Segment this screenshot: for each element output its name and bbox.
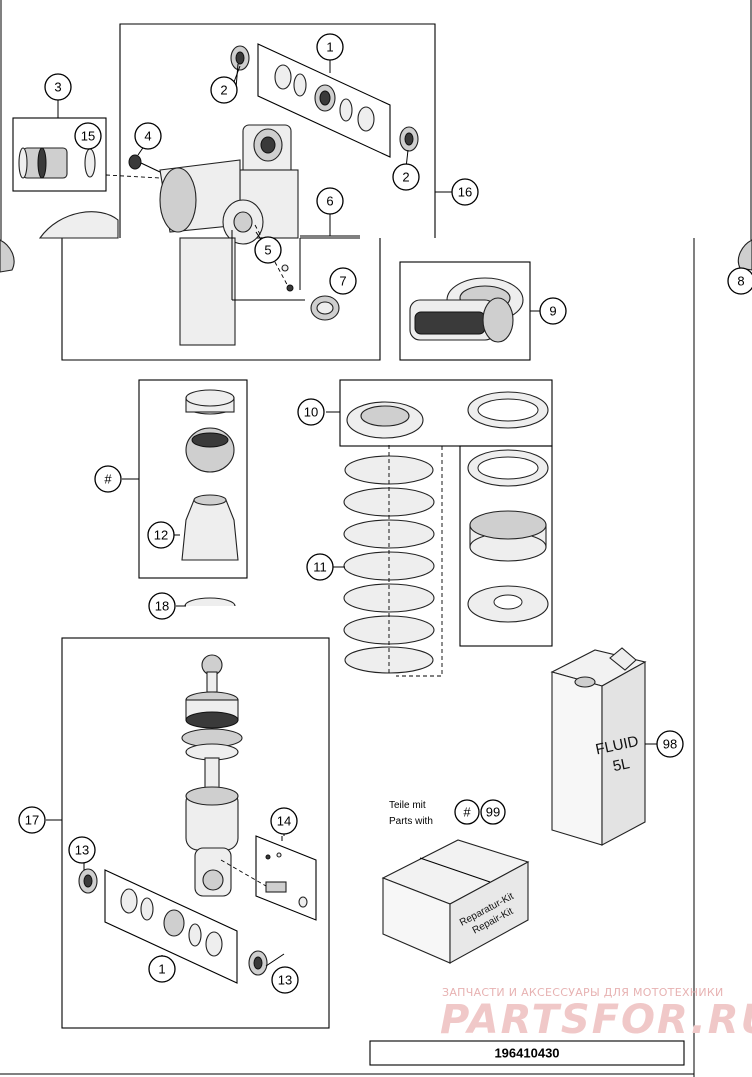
fluid-can bbox=[550, 647, 647, 846]
kit-note-de: Teile mit bbox=[389, 800, 426, 811]
callout-hash-kit-label: # bbox=[463, 805, 471, 820]
callout-99-label: 99 bbox=[486, 805, 500, 820]
callout-18: 18 bbox=[148, 592, 176, 620]
spring-rings bbox=[467, 391, 549, 623]
circlip-2 bbox=[339, 98, 353, 122]
callout-5: 5 bbox=[254, 236, 282, 264]
document-number: 196410430 bbox=[494, 1046, 559, 1061]
frame-shock-body-16 bbox=[119, 23, 436, 238]
callout-1-top-label: 1 bbox=[326, 40, 333, 55]
callout-2-left-label: 2 bbox=[220, 83, 227, 98]
callout-11-label: 11 bbox=[313, 560, 327, 575]
shock-body-top bbox=[128, 124, 299, 346]
callout-12-label: 12 bbox=[154, 528, 168, 543]
callout-1-top: 1 bbox=[316, 33, 344, 61]
damper-rod bbox=[181, 654, 243, 897]
part-18-ring bbox=[184, 597, 236, 607]
frame-bearing-kit-bottom bbox=[104, 869, 238, 984]
callout-2-left: 2 bbox=[210, 76, 238, 104]
callout-13-top: 13 bbox=[68, 836, 96, 864]
callout-6-label: 6 bbox=[326, 194, 333, 209]
frame-part-3 bbox=[12, 117, 107, 192]
part-12-bump-stop bbox=[181, 499, 239, 561]
callout-1-bottom-label: 1 bbox=[158, 962, 165, 977]
bearing-kit-bottom-parts bbox=[78, 868, 268, 976]
callout-13-bottom-label: 13 bbox=[278, 973, 292, 988]
callout-5-label: 5 bbox=[264, 243, 271, 258]
callout-14-label: 14 bbox=[277, 814, 291, 829]
callout-7: 7 bbox=[329, 267, 357, 295]
shock-body-lower bbox=[179, 237, 236, 346]
callout-4: 4 bbox=[134, 122, 162, 150]
frame-shock-body-lower bbox=[61, 238, 381, 361]
callout-6: 6 bbox=[316, 187, 344, 215]
frame-bearing-kit-top bbox=[257, 43, 391, 158]
callout-16: 16 bbox=[451, 178, 479, 206]
fluid-can-cap bbox=[574, 676, 596, 688]
callout-3: 3 bbox=[44, 73, 72, 101]
callout-hash-left: # bbox=[94, 465, 122, 493]
callout-98: 98 bbox=[656, 730, 684, 758]
circlip bbox=[293, 73, 307, 97]
callout-10: 10 bbox=[297, 398, 325, 426]
kit-note-en: Parts with bbox=[389, 816, 433, 827]
callout-hash-left-label: # bbox=[104, 472, 112, 487]
document-number-box bbox=[369, 1040, 685, 1066]
callout-9: 9 bbox=[539, 297, 567, 325]
repair-kit-box bbox=[381, 839, 530, 964]
frame-part-14 bbox=[255, 835, 317, 921]
callout-10-label: 10 bbox=[304, 405, 318, 420]
callout-2-right: 2 bbox=[392, 163, 420, 191]
callout-11: 11 bbox=[306, 553, 334, 581]
callout-17: 17 bbox=[18, 806, 46, 834]
part-4-screw bbox=[128, 154, 142, 170]
callout-18-label: 18 bbox=[155, 599, 169, 614]
callout-hash-kit: # bbox=[454, 799, 480, 825]
callout-2-right-label: 2 bbox=[402, 170, 409, 185]
callout-17-label: 17 bbox=[25, 813, 39, 828]
callout-1-bottom: 1 bbox=[148, 955, 176, 983]
callout-98-label: 98 bbox=[663, 737, 677, 752]
frame-spring-seat bbox=[339, 379, 553, 447]
callout-14: 14 bbox=[270, 807, 298, 835]
callout-13-top-label: 13 bbox=[75, 843, 89, 858]
callout-4-label: 4 bbox=[144, 129, 151, 144]
watermark-logo: PARTSFOR.RU bbox=[440, 997, 752, 1043]
part-15-valve bbox=[18, 147, 96, 179]
seal-ring-2 bbox=[357, 106, 375, 132]
fluid-can-label-line2: 5L bbox=[611, 755, 631, 775]
callout-15: 15 bbox=[74, 122, 102, 150]
callout-15-label: 15 bbox=[81, 129, 95, 144]
callout-12: 12 bbox=[147, 521, 175, 549]
frame-damper-assembly bbox=[61, 637, 330, 1029]
callout-99: 99 bbox=[480, 799, 506, 825]
seal-ring bbox=[274, 64, 292, 90]
callout-8: 8 bbox=[727, 267, 752, 295]
callout-7-label: 7 bbox=[339, 274, 346, 289]
part-14-valve-bits bbox=[265, 852, 308, 908]
callout-3-label: 3 bbox=[54, 80, 61, 95]
partial-part-left bbox=[38, 211, 119, 239]
frame-spring-rings bbox=[459, 445, 553, 647]
watermark-line1: ЗАПЧАСТИ И АКСЕССУАРЫ ДЛЯ МОТОТЕХНИКИ bbox=[442, 986, 724, 999]
callout-9-label: 9 bbox=[549, 304, 556, 319]
callout-16-label: 16 bbox=[458, 185, 472, 200]
callout-8-label: 8 bbox=[737, 274, 744, 289]
bearing-kit-top-parts bbox=[230, 45, 419, 152]
seal-kit-parts bbox=[181, 389, 239, 561]
part-9-reservoir-cap bbox=[409, 277, 524, 343]
part-10-spring-seat bbox=[346, 401, 424, 439]
callout-13-bottom: 13 bbox=[271, 966, 299, 994]
fluid-can-handle bbox=[609, 647, 637, 671]
